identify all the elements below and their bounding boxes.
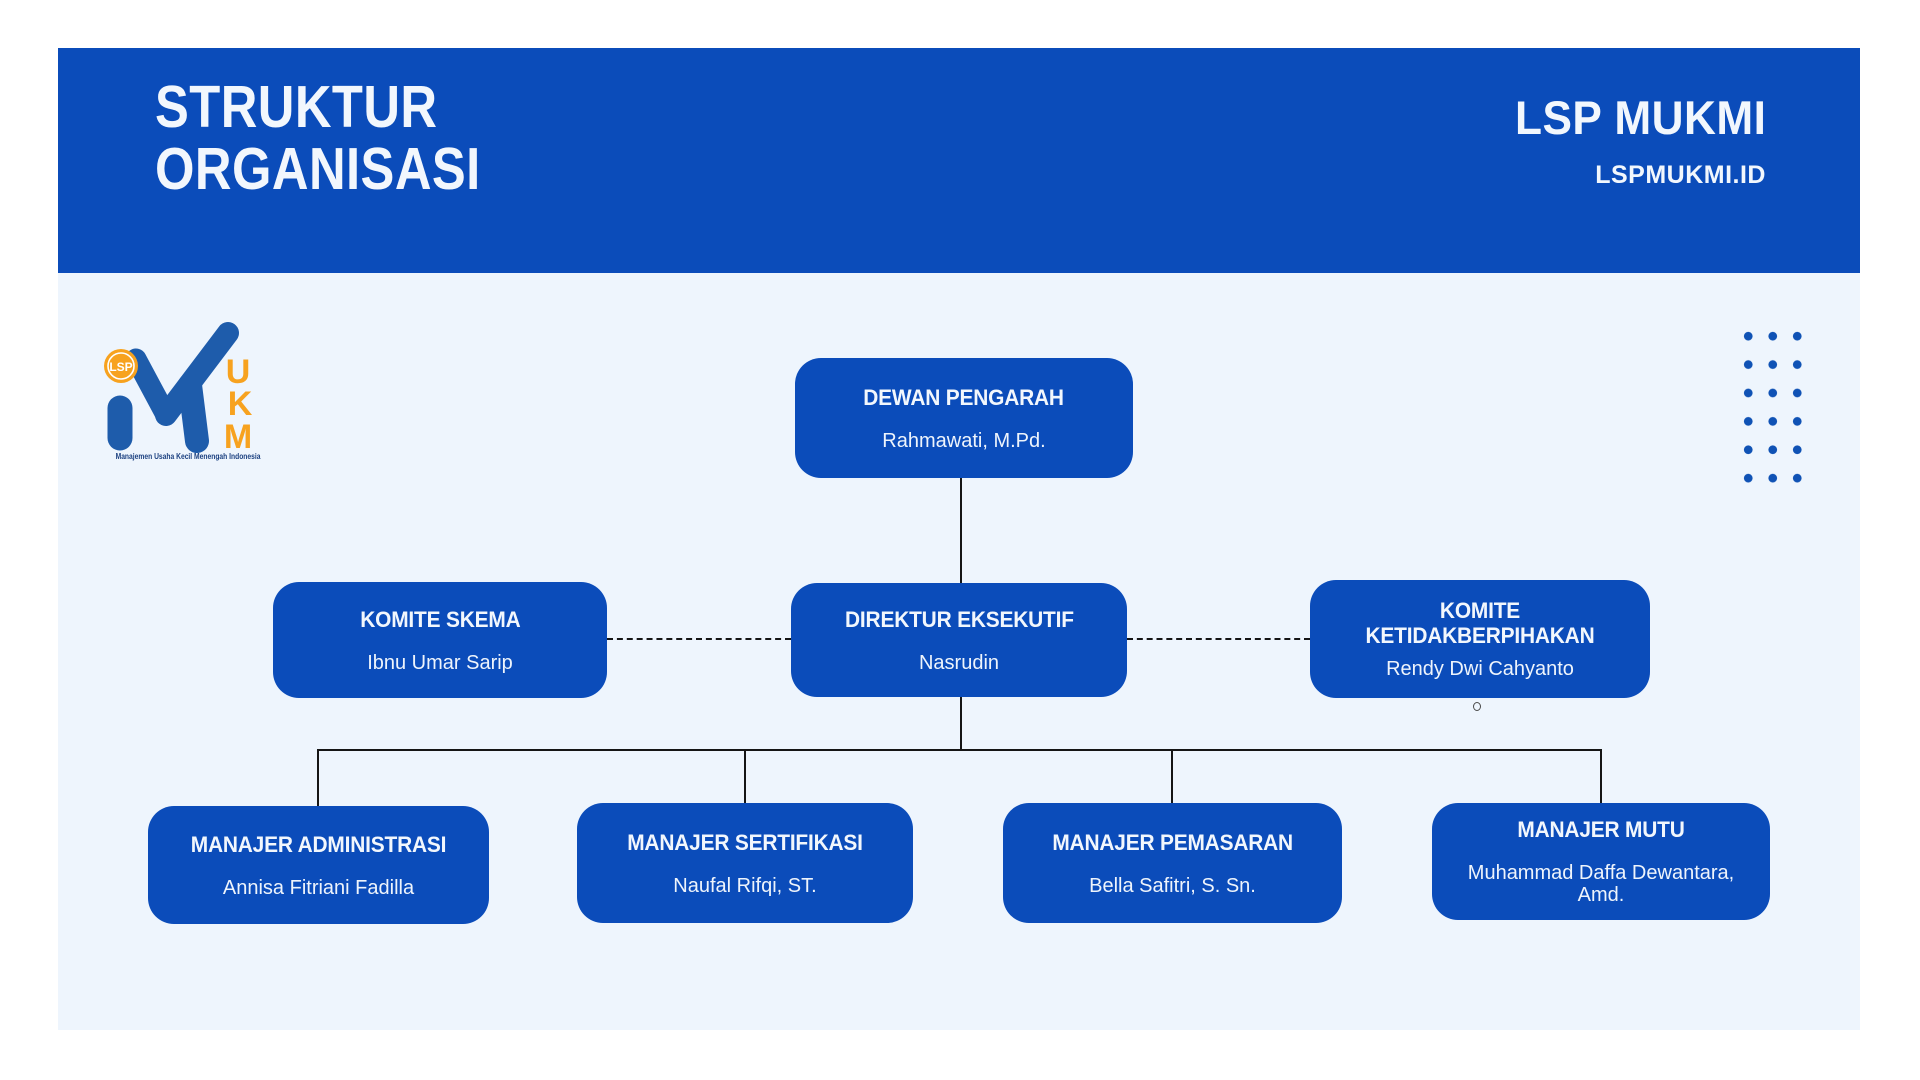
org-node-komite-skema: KOMITE SKEMA Ibnu Umar Sarip — [273, 582, 607, 698]
lsp-badge-icon — [104, 349, 138, 383]
logo-tagline: Manajemen Usaha Kecil Menengah Indonesia — [115, 452, 261, 461]
node-person-name: Rahmawati, M.Pd. — [882, 429, 1046, 452]
node-person-name: Annisa Fitriani Fadilla — [222, 876, 415, 899]
node-title: DIREKTUR EKSEKUTIF — [844, 606, 1074, 632]
node-person-name: Rendy Dwi Cahyanto — [1386, 658, 1574, 680]
node-title: DEWAN PENGARAH — [863, 384, 1065, 410]
brand-block: LSP MUKMI LSPMUKMI.ID — [1499, 90, 1766, 190]
stray-mark — [1473, 702, 1481, 711]
logo-letter-m: M — [224, 418, 252, 456]
connector-drop-administrasi — [317, 749, 319, 808]
logo-mark-icon: U K M LSP — [104, 322, 253, 456]
connector-drop-mutu — [1600, 749, 1602, 805]
org-node-manajer-administrasi: MANAJER ADMINISTRASI Annisa Fitriani Fad… — [148, 806, 489, 924]
node-person-name: Naufal Rifqi, ST. — [673, 874, 817, 897]
connector-dewan-direktur — [960, 478, 962, 584]
org-node-direktur-eksekutif: DIREKTUR EKSEKUTIF Nasrudin — [791, 583, 1127, 697]
company-logo: U K M LSP — [80, 315, 260, 475]
node-person-name: Muhammad Daffa Dewantara, Amd. — [1467, 862, 1735, 906]
page-title: STRUKTUR ORGANISASI — [155, 76, 481, 200]
connector-dashed-ketidakberpihakan — [1127, 638, 1310, 640]
node-title: MANAJER SERTIFIKASI — [627, 829, 863, 855]
org-node-manajer-mutu: MANAJER MUTU Muhammad Daffa Dewantara, A… — [1432, 803, 1770, 920]
logo-letter-u: U — [226, 353, 251, 391]
dots-pattern — [1736, 322, 1810, 492]
node-title: KOMITE SKEMA — [359, 606, 521, 632]
connector-drop-sertifikasi — [744, 749, 746, 805]
node-title: MANAJER MUTU — [1517, 817, 1685, 842]
node-title: MANAJER ADMINISTRASI — [190, 831, 447, 857]
node-title: MANAJER PEMASARAN — [1052, 829, 1293, 855]
org-node-dewan-pengarah: DEWAN PENGARAH Rahmawati, M.Pd. — [795, 358, 1133, 478]
connector-direktur-stem — [960, 697, 962, 751]
brand-name: LSP MUKMI — [1514, 91, 1766, 144]
lsp-badge-label: LSP — [109, 360, 132, 374]
brand-website: LSPMUKMI.ID — [1595, 161, 1766, 189]
connector-dashed-skema — [607, 638, 791, 640]
logo-letter-k: K — [228, 385, 253, 423]
org-node-manajer-pemasaran: MANAJER PEMASARAN Bella Safitri, S. Sn. — [1003, 803, 1342, 923]
page-title-line1: STRUKTUR — [155, 74, 438, 140]
node-person-name: Bella Safitri, S. Sn. — [1089, 874, 1256, 897]
header-band: STRUKTUR ORGANISASI LSP MUKMI LSPMUKMI.I… — [58, 48, 1860, 273]
node-person-name: Ibnu Umar Sarip — [367, 651, 513, 674]
org-node-komite-ketidakberpihakan: KOMITE KETIDAKBERPIHAKAN Rendy Dwi Cahya… — [1310, 580, 1650, 698]
org-node-manajer-sertifikasi: MANAJER SERTIFIKASI Naufal Rifqi, ST. — [577, 803, 913, 923]
page-title-line2: ORGANISASI — [155, 136, 481, 202]
node-title: KOMITE KETIDAKBERPIHAKAN — [1365, 598, 1595, 648]
connector-managers-bar — [317, 749, 1602, 751]
connector-drop-pemasaran — [1171, 749, 1173, 805]
node-person-name: Nasrudin — [918, 651, 1000, 674]
